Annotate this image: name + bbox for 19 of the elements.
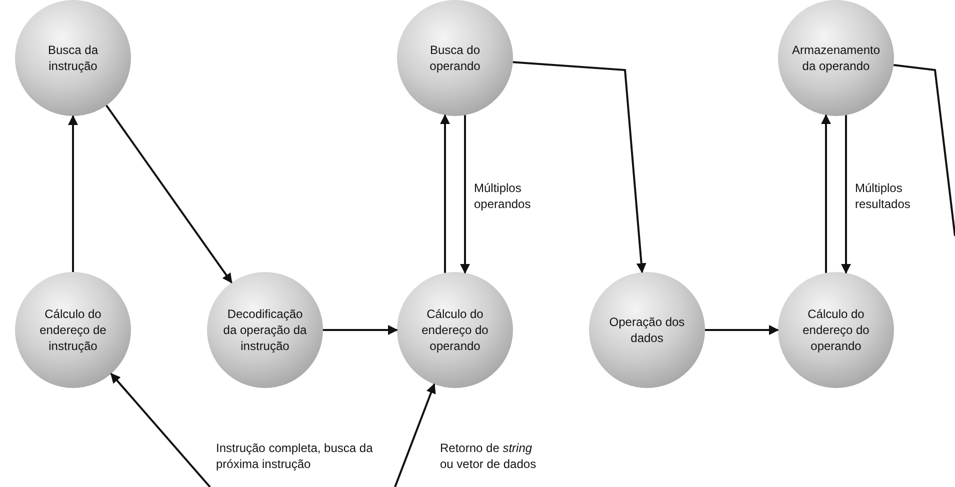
arrow (512, 61, 646, 274)
arrow (841, 115, 851, 274)
stage-label: Armazenamento da operando (792, 42, 880, 74)
arrow (106, 104, 232, 284)
stage-label: Busca do operando (428, 42, 482, 74)
stage-label: Cálculo do endereço do operando (802, 306, 870, 354)
stage-label: Cálculo do endereço do operando (420, 306, 490, 354)
stage-label: Cálculo do endereço de instrução (38, 306, 108, 354)
arrow (323, 325, 398, 335)
arrow (705, 325, 779, 335)
arrow (68, 115, 78, 272)
arrow (394, 383, 436, 487)
arrow (460, 115, 470, 274)
arrow (821, 114, 831, 273)
arrow (110, 372, 211, 487)
stage-label: Decodificação da operação da instrução (223, 306, 307, 354)
stage-label: Operação dos dados (608, 314, 686, 346)
arrow (440, 114, 450, 273)
stage-label: Busca da instrução (46, 42, 100, 74)
